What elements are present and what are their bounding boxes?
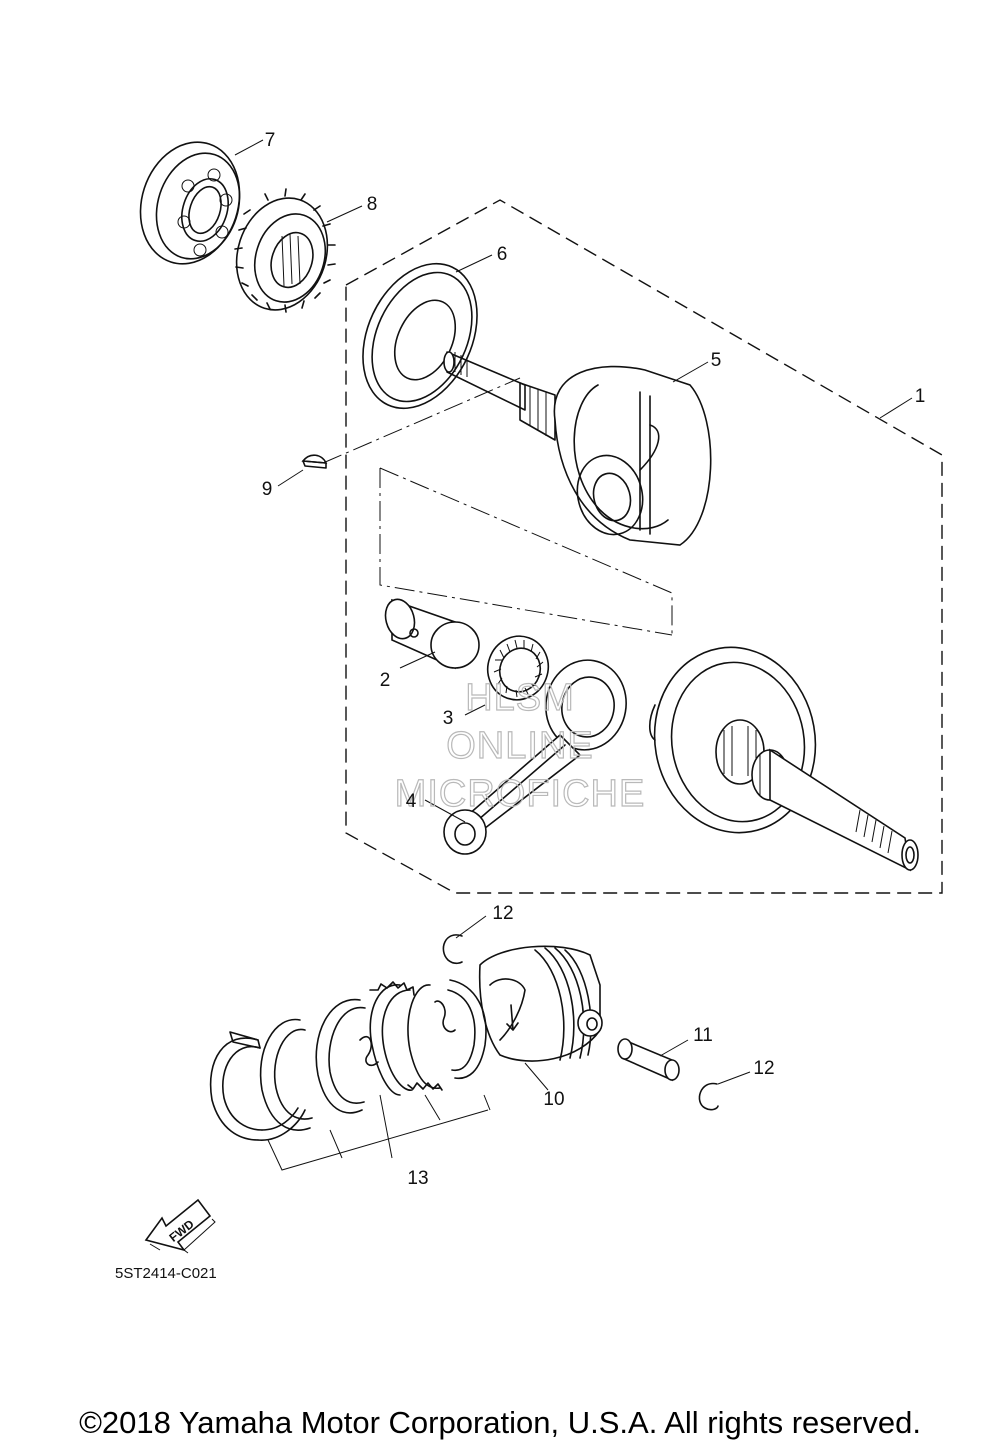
fwd-arrow-icon: FWD xyxy=(144,1198,216,1254)
watermark-line-2: ONLINE xyxy=(446,725,593,767)
callout-3: 3 xyxy=(443,708,454,729)
diagram-code: 5ST2414-C021 xyxy=(115,1265,217,1282)
callout-6: 6 xyxy=(497,244,508,265)
circlip-part-12-upper xyxy=(442,934,463,965)
bearing-part-7 xyxy=(139,141,241,265)
piston-pin-part-11 xyxy=(617,1038,680,1082)
callout-1: 1 xyxy=(915,386,926,407)
crankshaft-assembly-boundary xyxy=(345,199,943,894)
watermark-line-3: MICROFICHE xyxy=(395,773,646,815)
needle-bearing-part-3 xyxy=(486,635,550,701)
callout-2: 2 xyxy=(380,670,391,691)
copyright-notice: ©2018 Yamaha Motor Corporation, U.S.A. A… xyxy=(79,1405,921,1440)
watermark-line-1: HLSM xyxy=(465,677,575,719)
callout-5: 5 xyxy=(711,350,722,371)
crank-pin-part-2 xyxy=(384,598,480,670)
callout-9: 9 xyxy=(262,479,273,500)
callout-12-lower: 12 xyxy=(753,1058,774,1079)
piston-part-10 xyxy=(478,945,603,1062)
callout-8: 8 xyxy=(367,194,378,215)
thrust-plate-part-6 xyxy=(362,262,478,410)
watermark: HLSM ONLINE MICROFICHE xyxy=(394,676,646,815)
piston-ring-set-part-13 xyxy=(209,979,487,1141)
sprocket-gear-part-8 xyxy=(234,188,336,313)
callout-13: 13 xyxy=(407,1168,428,1189)
woodruff-key-part-9 xyxy=(301,454,328,469)
crank-half-left-part-5 xyxy=(443,351,712,546)
callout-7: 7 xyxy=(265,130,276,151)
circlip-part-12-lower xyxy=(698,1082,719,1111)
callout-4: 4 xyxy=(406,791,417,812)
connecting-rod-part-4 xyxy=(443,659,627,855)
callout-12-upper: 12 xyxy=(492,903,513,924)
crank-half-right xyxy=(648,646,919,872)
callout-11: 11 xyxy=(693,1025,713,1046)
callout-10: 10 xyxy=(543,1089,564,1110)
